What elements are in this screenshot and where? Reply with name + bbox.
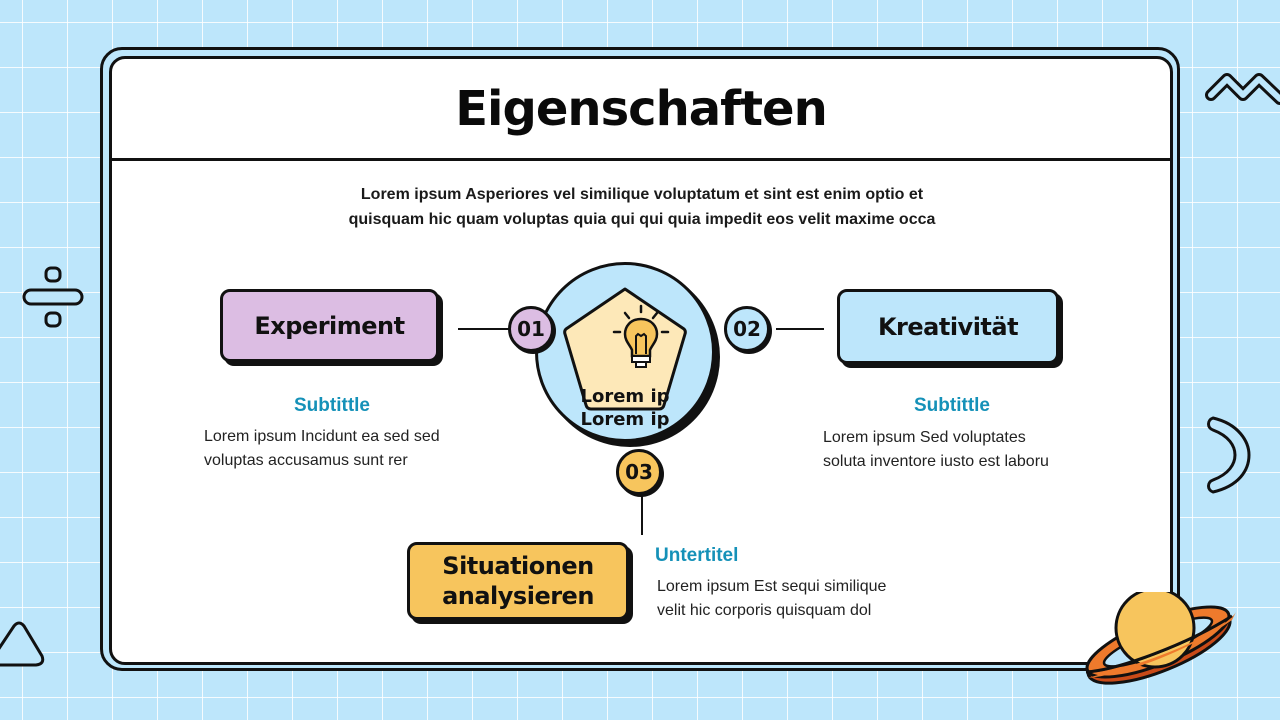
situationen-desc-line-2: velit hic corporis quisquam dol xyxy=(657,602,872,619)
intro-line-1: Lorem ipsum Asperiores vel similique vol… xyxy=(360,186,924,203)
header-divider xyxy=(112,158,1170,161)
center-text: Lorem ip Lorem ip xyxy=(565,385,685,431)
crescent-icon xyxy=(1207,416,1251,494)
step-badge-03: 03 xyxy=(616,449,662,495)
kreativitaet-description: Lorem ipsum Sed voluptates soluta invent… xyxy=(823,426,1113,474)
situationen-label-line-2: analysieren xyxy=(442,582,594,610)
situationen-subtitle: Untertitel xyxy=(655,545,739,566)
page-title: Eigenschaften xyxy=(455,81,827,137)
slide-card: Eigenschaften Lorem ipsum Asperiores vel… xyxy=(109,56,1173,665)
connector-bottom xyxy=(641,491,643,535)
lightbulb-icon xyxy=(612,304,670,368)
divide-icon xyxy=(22,266,84,328)
experiment-desc-line-1: Lorem ipsum Incidunt ea sed sed xyxy=(204,428,440,445)
step-badge-02: 02 xyxy=(724,306,770,352)
triangle-icon xyxy=(0,621,45,667)
step-badge-01: 01 xyxy=(508,306,554,352)
situationen-description: Lorem ipsum Est sequi similique velit hi… xyxy=(657,575,947,623)
intro-text: Lorem ipsum Asperiores vel similique vol… xyxy=(312,182,972,232)
center-pentagon xyxy=(563,287,687,411)
experiment-label: Experiment xyxy=(220,289,439,362)
experiment-subtitle: Subtittle xyxy=(294,395,370,416)
experiment-description: Lorem ipsum Incidunt ea sed sed voluptas… xyxy=(204,425,494,473)
connector-right xyxy=(776,328,824,330)
intro-line-2: quisquam hic quam voluptas quia qui qui … xyxy=(348,211,936,228)
connector-left xyxy=(458,328,510,330)
experiment-desc-line-2: voluptas accusamus sunt rer xyxy=(204,452,408,469)
situationen-label-line-1: Situationen xyxy=(442,552,594,580)
center-text-line-1: Lorem ip xyxy=(580,386,670,407)
situationen-desc-line-1: Lorem ipsum Est sequi similique xyxy=(657,578,887,595)
situationen-label: Situationen analysieren xyxy=(407,542,629,620)
center-text-line-2: Lorem ip xyxy=(580,409,670,430)
kreativitaet-desc-line-1: Lorem ipsum Sed voluptates xyxy=(823,429,1026,446)
kreativitaet-desc-line-2: soluta inventore iusto est laboru xyxy=(823,453,1049,470)
zigzag-icon xyxy=(1205,73,1280,105)
kreativitaet-label: Kreativität xyxy=(837,289,1059,364)
kreativitaet-subtitle: Subtittle xyxy=(914,395,990,416)
planet-icon xyxy=(1085,592,1236,685)
